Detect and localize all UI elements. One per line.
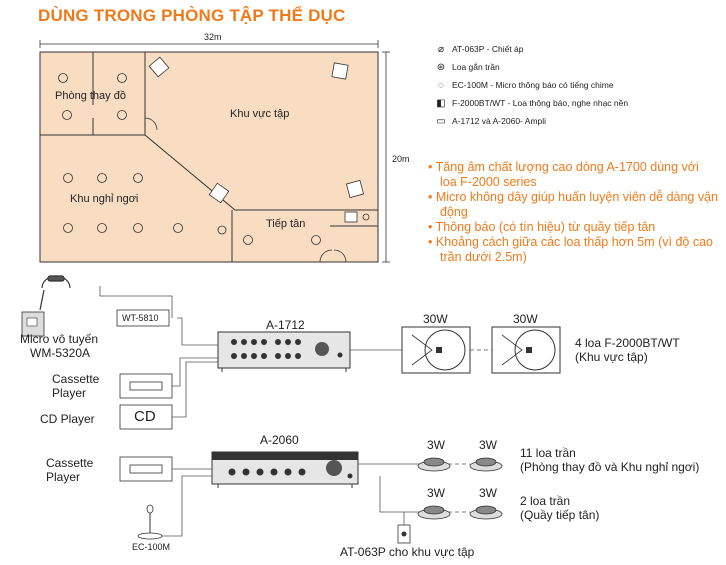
speaker-power-1: 30W (423, 312, 448, 326)
attenuator-icon: ⌀ (437, 44, 445, 55)
legend-item: ⊛Loa gắn trần (430, 62, 500, 73)
ceiling-group1-desc: 11 loa trần (Phòng thay đồ và Khu nghỉ n… (520, 446, 700, 474)
speaker-power-2: 30W (513, 312, 538, 326)
ceiling-power-label: 3W (479, 438, 497, 452)
cassette-player-2 (119, 456, 173, 482)
cd-player (119, 404, 173, 430)
ceiling-speaker-icon (417, 457, 503, 520)
ceiling-power-label: 3W (427, 438, 445, 452)
wireless-mic-label: Micro vô tuyến (20, 332, 99, 346)
amp2-label: A-2060 (260, 433, 299, 447)
cd-text: CD (134, 408, 156, 425)
floor-area (39, 51, 379, 263)
cd-player-label: CD Player (40, 412, 95, 426)
ceiling-group2-desc: 2 loa trần (Quầy tiếp tân) (520, 494, 600, 522)
legend-item: ▭A-1712 và A-2060- Ampli (430, 116, 546, 127)
height-label: 20m (392, 154, 410, 164)
wireless-headset-icon (39, 275, 71, 311)
cassette-player-1 (119, 373, 173, 399)
room-reception: Tiếp tân (266, 218, 306, 230)
feature-item: Micro không dây giúp huấn luyện viên dễ … (428, 190, 718, 220)
width-label: 32m (204, 32, 222, 42)
attenuator-icon (217, 225, 227, 235)
attenuator-label: AT-063P cho khu vực tập (340, 545, 475, 559)
ec100m-label: EC-100M (132, 542, 171, 552)
page-title: DÙNG TRONG PHÒNG TẬP THỂ DỤC (38, 6, 346, 25)
ec100m-microphone-icon (137, 504, 163, 540)
room-rest: Khu nghỉ ngơi (70, 193, 139, 205)
feature-item: Khoảng cách giữa các loa thấp hơn 5m (vì… (428, 235, 718, 265)
amp1-label: A-1712 (266, 318, 305, 332)
feature-item: Thông báo (có tín hiệu) từ quầy tiếp tân (428, 220, 718, 235)
room-training: Khu vực tập (230, 108, 290, 120)
wall-speaker-icon: ◧ (436, 98, 446, 109)
feature-item: Tăng âm chất lượng cao dòng A-1700 dùng … (428, 160, 718, 190)
amplifier-icon (344, 211, 358, 223)
wall-speaker-desc: 4 loa F-2000BT/WT (Khu vực tập) (575, 336, 680, 364)
microphone-icon (362, 213, 370, 221)
wt5810-label: WT-5810 (122, 313, 159, 323)
wall-speaker-icon (491, 326, 561, 374)
ceiling-power-label: 3W (427, 486, 445, 500)
feature-list: Tăng âm chất lượng cao dòng A-1700 dùng … (428, 160, 718, 265)
legend-item: ◧F-2000BT/WT - Loa thông báo, nghe nhạc … (430, 98, 628, 109)
ceiling-power-label: 3W (479, 486, 497, 500)
ceiling-speaker-icon: ⊛ (436, 62, 446, 73)
wireless-mic-model: WM-5320A (30, 346, 91, 360)
wall-speaker-icon (148, 56, 365, 204)
ceiling-speaker-icon (58, 73, 321, 245)
legend-item: ⌀AT-063P - Chiết áp (430, 44, 524, 55)
room-changing: Phòng thay đồ (55, 90, 126, 102)
wall-speaker-icon (401, 326, 471, 374)
cassette2-label: Cassette Player (46, 456, 94, 484)
amplifier-icon: ▭ (436, 116, 446, 127)
amp-a1712 (217, 331, 351, 369)
legend-item: ◌EC-100M - Micro thông báo có tiếng chim… (430, 80, 614, 91)
cassette1-label: Cassette Player (52, 372, 100, 400)
microphone-icon: ◌ (438, 80, 444, 91)
